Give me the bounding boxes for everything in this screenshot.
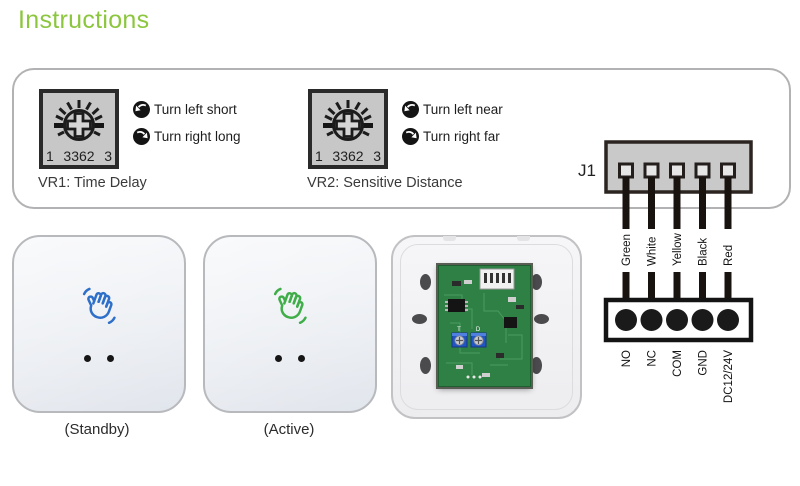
- vr1-turn-right-label: Turn right long: [154, 129, 241, 144]
- terminal-label-gnd: GND: [698, 350, 710, 376]
- pcb-connector-slots: [484, 273, 511, 283]
- dial-pin1-label: 1: [315, 148, 323, 164]
- plus-screw-icon: [66, 112, 92, 138]
- vr1-turn-left-row: Turn left short: [133, 101, 237, 118]
- vr2-turn-right-row: Turn right far: [402, 128, 500, 145]
- mount-hole: [531, 357, 542, 374]
- mount-notch: [443, 236, 456, 241]
- wire-label-red: Red: [723, 245, 735, 266]
- plus-screw-icon: [335, 112, 361, 138]
- vr2-turn-left-label: Turn left near: [423, 102, 503, 117]
- dial-pin1-label: 1: [46, 148, 54, 164]
- turn-left-icon: [133, 101, 150, 118]
- back-frame-outline: [400, 244, 573, 410]
- waving-hand-icon: [82, 287, 116, 325]
- connector-label: J1: [578, 161, 596, 180]
- mount-hole: [531, 274, 542, 290]
- trimmer-mark-t: T: [457, 327, 461, 333]
- sensor-dot: [84, 355, 91, 362]
- wire-label-white: White: [647, 237, 659, 266]
- vr2-turn-left-row: Turn left near: [402, 101, 503, 118]
- dial-pin3-label: 3: [373, 148, 381, 164]
- terminal-label-no: NO: [621, 350, 633, 367]
- active-caption: (Active): [263, 421, 315, 438]
- dial-model-label: 3362: [63, 148, 94, 164]
- pcb-board: T D: [437, 264, 532, 388]
- vr1-label: VR1: Time Delay: [38, 175, 147, 191]
- turn-left-icon: [402, 101, 419, 118]
- mount-notch: [517, 236, 530, 241]
- page-title: Instructions: [18, 6, 150, 34]
- wire-label-green: Green: [621, 234, 633, 266]
- terminal-label-power: DC12/24V: [723, 350, 735, 403]
- dial-pin3-label: 3: [104, 148, 112, 164]
- wiring-diagram: J1 Green White Yellow Black Red: [578, 140, 754, 403]
- dial-model-label: 3362: [332, 148, 363, 164]
- mount-hole: [412, 314, 427, 324]
- mount-hole: [534, 314, 549, 324]
- sensor-dot: [298, 355, 305, 362]
- waving-hand-icon: [273, 287, 307, 325]
- vr2-potentiometer-icon: 1 3362 3: [308, 89, 388, 169]
- vr1-turn-left-label: Turn left short: [154, 102, 237, 117]
- vr1-turn-right-row: Turn right long: [133, 128, 241, 145]
- sensor-dots: [275, 355, 305, 362]
- trimmer-mark-d: D: [476, 327, 481, 333]
- standby-caption: (Standby): [64, 421, 130, 438]
- vr2-turn-right-label: Turn right far: [423, 129, 500, 144]
- trimmer-vr2: [470, 332, 487, 348]
- mount-hole: [420, 274, 431, 290]
- turn-right-icon: [402, 128, 419, 145]
- vr2-label: VR2: Sensitive Distance: [307, 175, 463, 191]
- pcb-components: [445, 280, 524, 379]
- turn-right-icon: [133, 128, 150, 145]
- vr1-potentiometer-icon: 1 3362 3: [39, 89, 119, 169]
- terminal-contacts: [615, 309, 739, 331]
- wire-color-labels: Green White Yellow Black Red: [621, 232, 735, 266]
- device-front-standby: [12, 235, 186, 413]
- wire-label-yellow: Yellow: [672, 232, 684, 266]
- sensor-dots: [84, 355, 114, 362]
- terminal-label-nc: NC: [647, 350, 659, 367]
- device-back-view: T D: [391, 235, 582, 419]
- terminal-label-com: COM: [672, 350, 684, 377]
- pcb-graphic: T D: [437, 264, 532, 388]
- sensor-dot: [107, 355, 114, 362]
- wire-label-black: Black: [698, 238, 710, 266]
- trimmer-vr1: [451, 332, 468, 348]
- sensor-dot: [275, 355, 282, 362]
- mount-hole: [420, 357, 431, 374]
- terminal-labels: NO NC COM GND DC12/24V: [621, 350, 735, 403]
- wires: [622, 177, 732, 302]
- device-front-active: [203, 235, 377, 413]
